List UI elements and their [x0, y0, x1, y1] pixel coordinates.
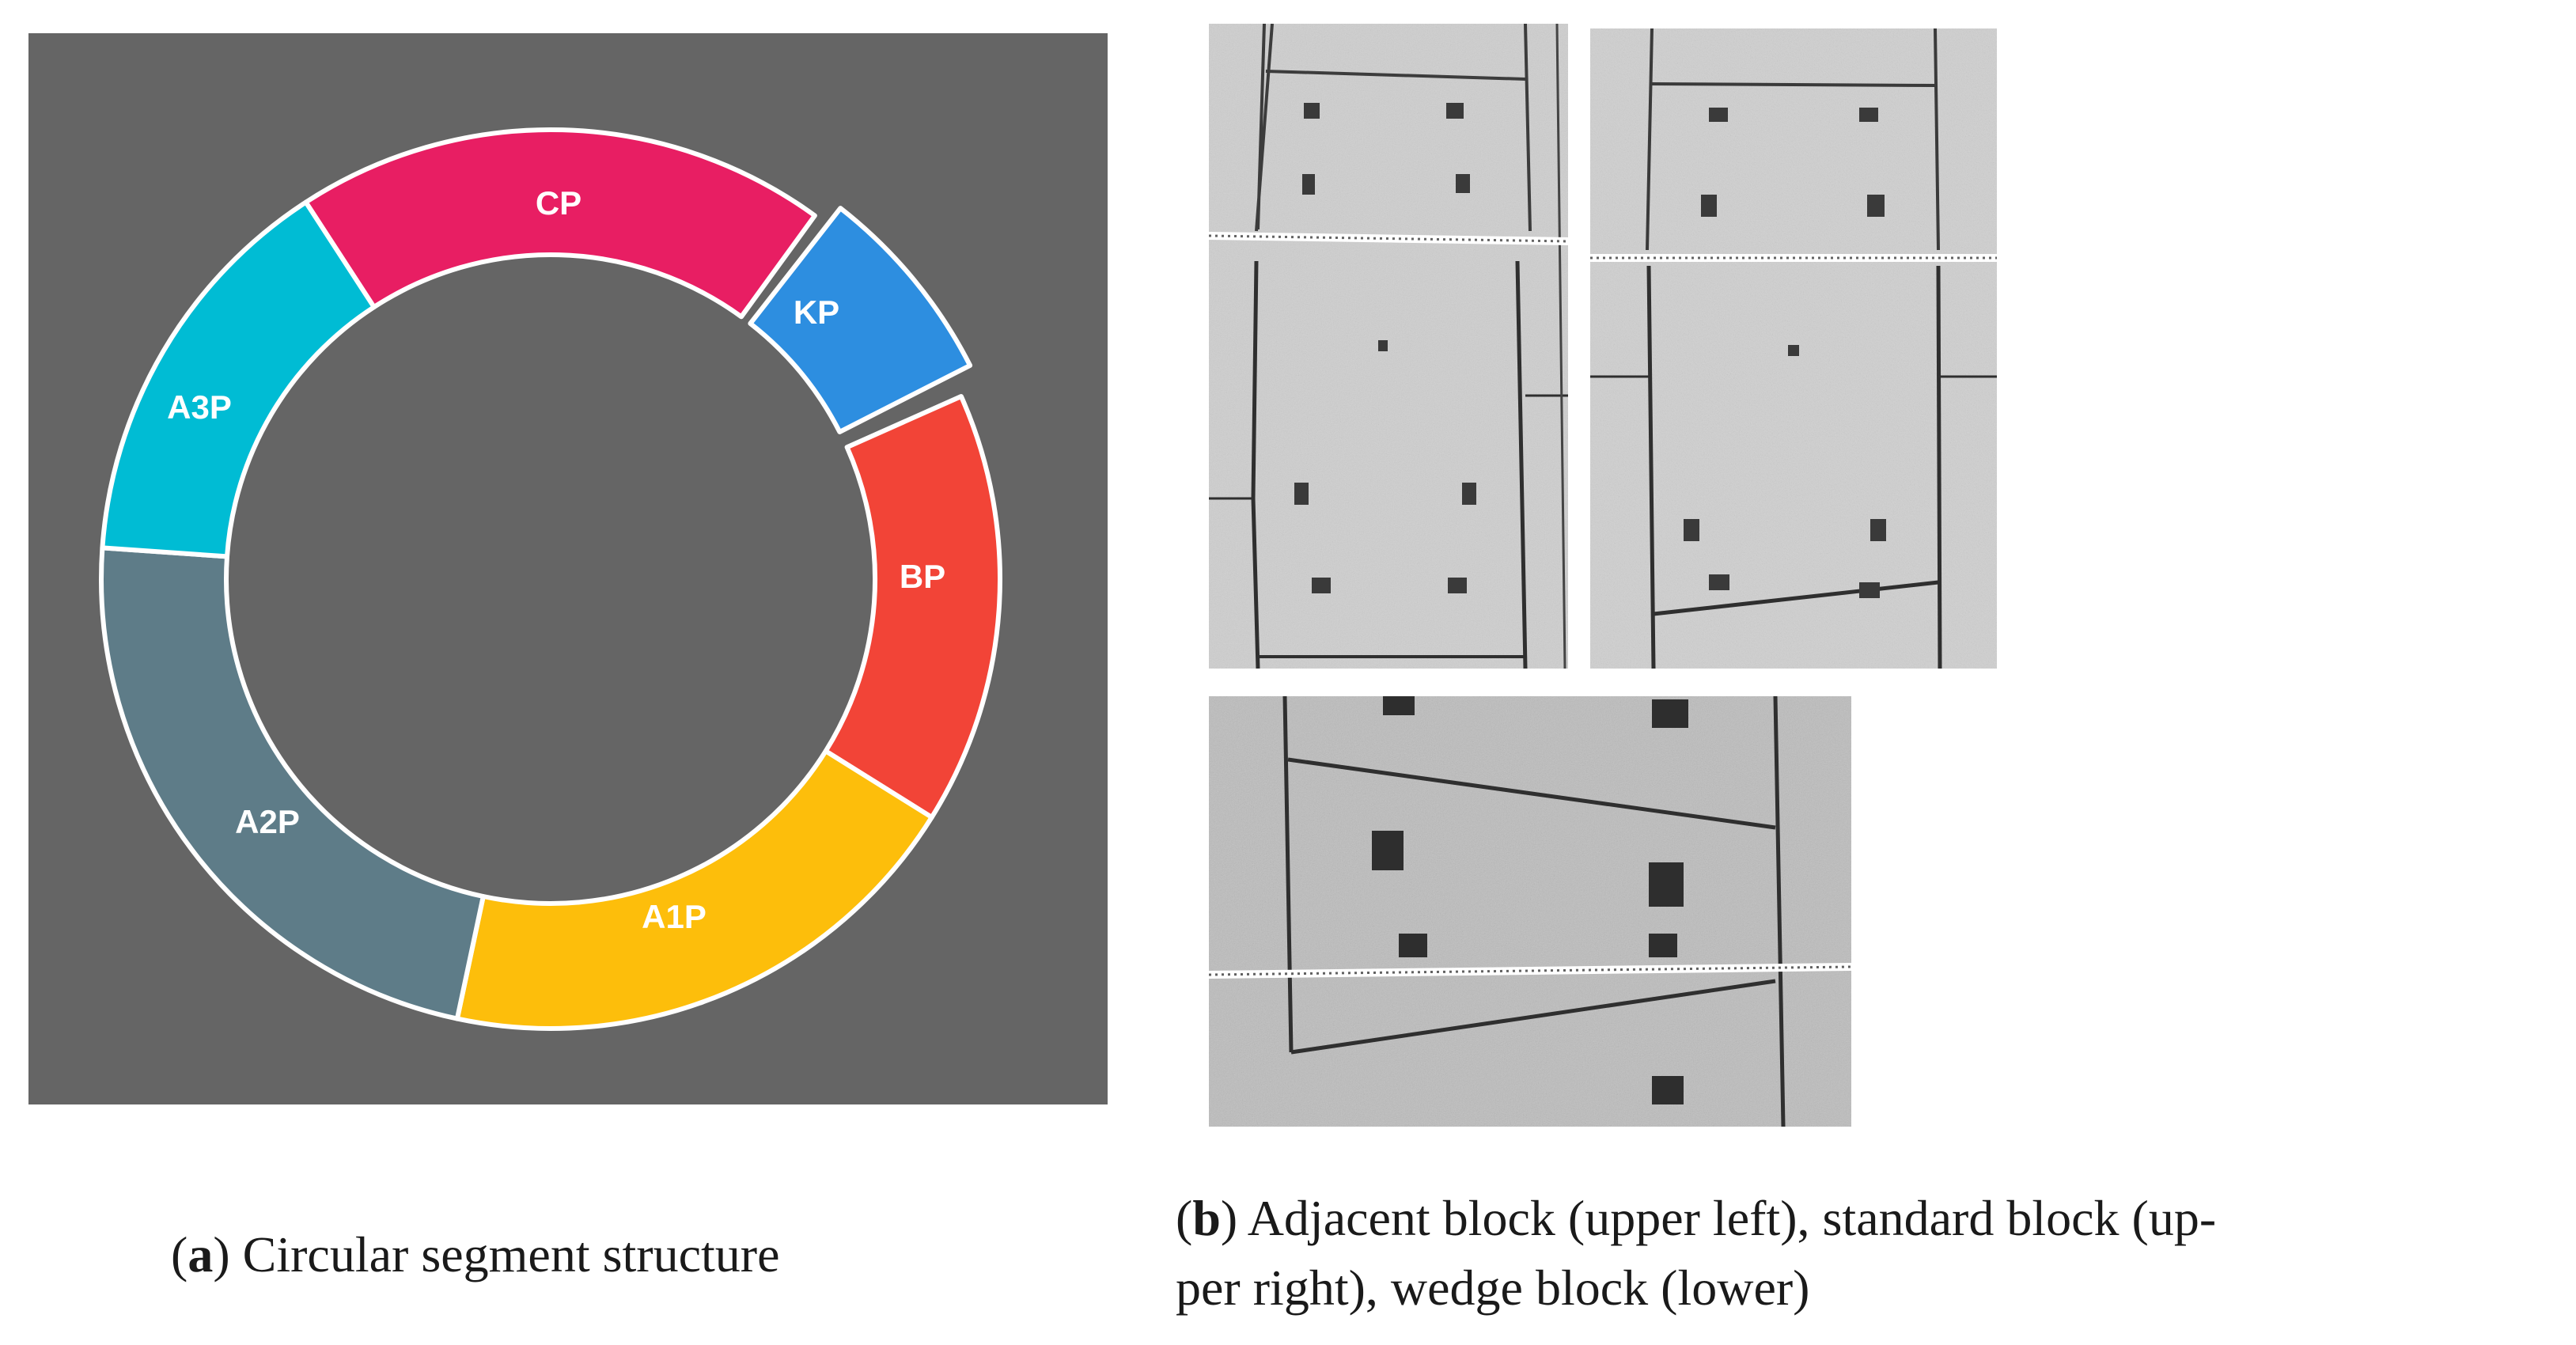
caption-a-letter: a — [188, 1226, 214, 1282]
caption-b-text-1: Adjacent block (upper left), standard bl… — [1237, 1190, 2217, 1246]
segment-ring-diagram: CP KP BP A1P A2P A3P — [99, 127, 1003, 1032]
caption-b-letter: b — [1192, 1190, 1221, 1246]
caption-a-text: Circular segment structure — [229, 1226, 780, 1282]
caption-b-line-1: (b) Adjacent block (upper left), standar… — [1176, 1190, 2217, 1246]
wedge-block-photo — [1209, 696, 1851, 1127]
ring-label-kp: KP — [794, 294, 839, 331]
ring-label-bp: BP — [900, 558, 945, 595]
ring-segment-bp — [823, 394, 1003, 820]
segment-ring-panel: CP KP BP A1P A2P A3P — [28, 33, 1108, 1104]
ring-label-a2p: A2P — [235, 803, 300, 840]
ring-segment-a2p — [99, 545, 486, 1021]
caption-b-text-2: per right), wedge block (lower) — [1176, 1260, 1810, 1316]
adjacent-block-photo — [1209, 24, 1568, 669]
ring-label-a3p: A3P — [167, 388, 232, 426]
ring-segment-cp — [303, 127, 817, 320]
caption-b: (b) Adjacent block (upper left), standar… — [1176, 1184, 2560, 1323]
ring-segment-kp — [748, 206, 973, 434]
ring-segment-a3p — [100, 199, 377, 559]
standard-block-photo — [1590, 28, 1997, 669]
ring-label-cp: CP — [536, 184, 581, 222]
ring-label-a1p: A1P — [642, 898, 707, 935]
ring-segment-a1p — [454, 748, 934, 1032]
caption-a: (a) Circular segment structure — [171, 1226, 780, 1282]
